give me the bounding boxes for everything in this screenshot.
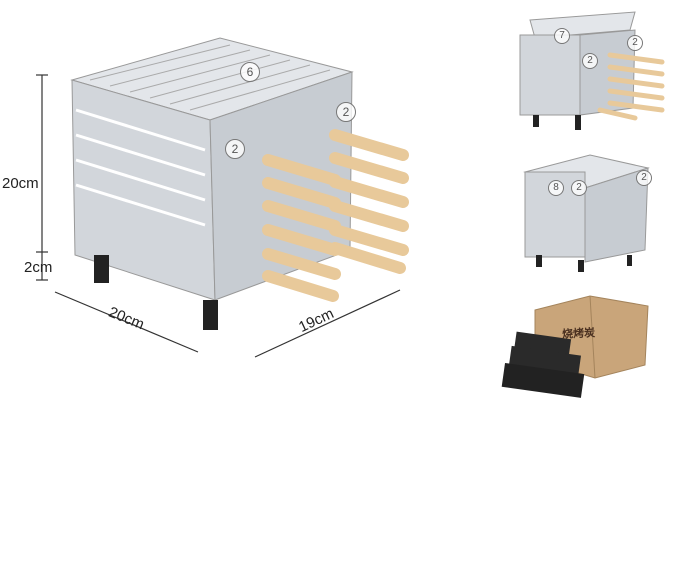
dimension-lines bbox=[36, 74, 401, 358]
view-grill-grate bbox=[523, 154, 650, 272]
part-badge: 2 bbox=[582, 53, 598, 69]
main-grill bbox=[70, 37, 409, 330]
height-label: 20cm bbox=[2, 175, 39, 192]
part-badge: 7 bbox=[554, 28, 570, 44]
part-badge: 2 bbox=[336, 102, 356, 122]
part-badge: 8 bbox=[548, 180, 564, 196]
part-badge: 2 bbox=[571, 180, 587, 196]
leg-height-label: 2cm bbox=[24, 259, 53, 276]
charcoal-and-box bbox=[501, 295, 649, 398]
charcoal-box-logo: 烧烤炭 bbox=[561, 327, 596, 341]
view-stick-rack bbox=[519, 11, 665, 130]
part-badge: 2 bbox=[627, 35, 643, 51]
part-badge: 2 bbox=[636, 170, 652, 186]
part-badge: 6 bbox=[240, 62, 260, 82]
part-badge: 2 bbox=[225, 139, 245, 159]
